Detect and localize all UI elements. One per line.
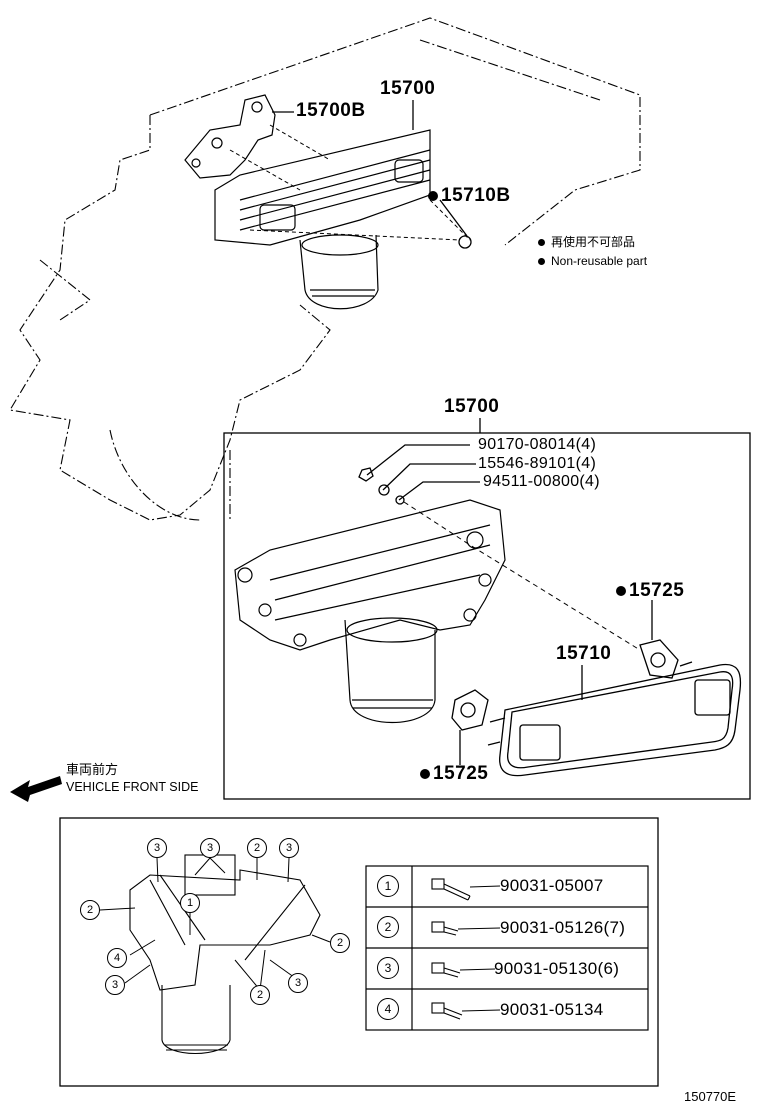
direction-arrow	[10, 776, 62, 802]
non-reusable-dot-icon	[420, 768, 430, 779]
table-part-number: 90031-05007	[500, 876, 604, 895]
legend-dot-icon	[538, 239, 545, 247]
callout-washer2: 94511-00800(4)	[483, 473, 600, 490]
small-hardware	[358, 467, 405, 505]
table-part-number: 90031-05134	[500, 1000, 604, 1019]
bolt-housing-sketch	[129, 854, 321, 1055]
table-number: 3	[377, 957, 399, 979]
bolt-diagram-box	[59, 817, 659, 1087]
non-reusable-dot-icon	[428, 190, 438, 201]
gasket-bottom	[451, 689, 489, 731]
bolt-marker: 3	[200, 838, 220, 858]
table-number: 4	[377, 998, 399, 1020]
callout-nut: 90170-08014(4)	[478, 436, 597, 453]
table-part-number: 90031-05130(6)	[494, 959, 620, 978]
bolt-marker: 2	[247, 838, 267, 858]
bracket-15700b	[184, 94, 276, 179]
callout-15700-top: 15700	[380, 78, 436, 99]
callout-15700-box: 15700	[444, 396, 500, 417]
bolt-marker: 4	[107, 948, 127, 968]
bolt-marker: 3	[279, 838, 299, 858]
bolt-table-grid	[365, 865, 649, 1031]
table-part-number: 90031-05126(7)	[500, 918, 626, 937]
bolt-marker: 2	[80, 900, 100, 920]
bolt-marker: 1	[180, 893, 200, 913]
figure-id: 150770E	[684, 1089, 737, 1104]
direction-jp: 車両前方	[66, 762, 119, 777]
bolt-marker: 3	[147, 838, 167, 858]
cooler-element	[487, 661, 742, 777]
legend-en: Non-reusable part	[538, 255, 647, 267]
bolt-icons	[431, 878, 471, 1020]
exploded-view-box	[223, 432, 751, 800]
callout-15725-bottom: 15725	[420, 764, 488, 783]
callout-15725-right: 15725	[616, 581, 684, 600]
oil-cooler-housing	[234, 499, 506, 724]
bolt-marker: 3	[288, 973, 308, 993]
bolt-marker-leaders	[99, 857, 331, 991]
bolt-marker: 2	[250, 985, 270, 1005]
callout-15710: 15710	[556, 643, 612, 664]
table-number: 2	[377, 916, 399, 938]
oil-cooler-top	[214, 129, 431, 310]
direction-en: VEHICLE FRONT SIDE	[66, 780, 199, 794]
callout-15710b: 15710B	[428, 186, 511, 205]
table-number: 1	[377, 875, 399, 897]
non-reusable-dot-icon	[616, 585, 626, 596]
callout-washer1: 15546-89101(4)	[478, 455, 597, 472]
callout-15700b: 15700B	[296, 100, 366, 121]
legend-dot-icon	[538, 258, 545, 266]
bolt-marker: 3	[105, 975, 125, 995]
gasket-right	[639, 639, 679, 679]
legend-jp: 再使用不可部品	[538, 236, 635, 248]
bolt-marker: 2	[330, 933, 350, 953]
engine-outline	[9, 17, 641, 521]
